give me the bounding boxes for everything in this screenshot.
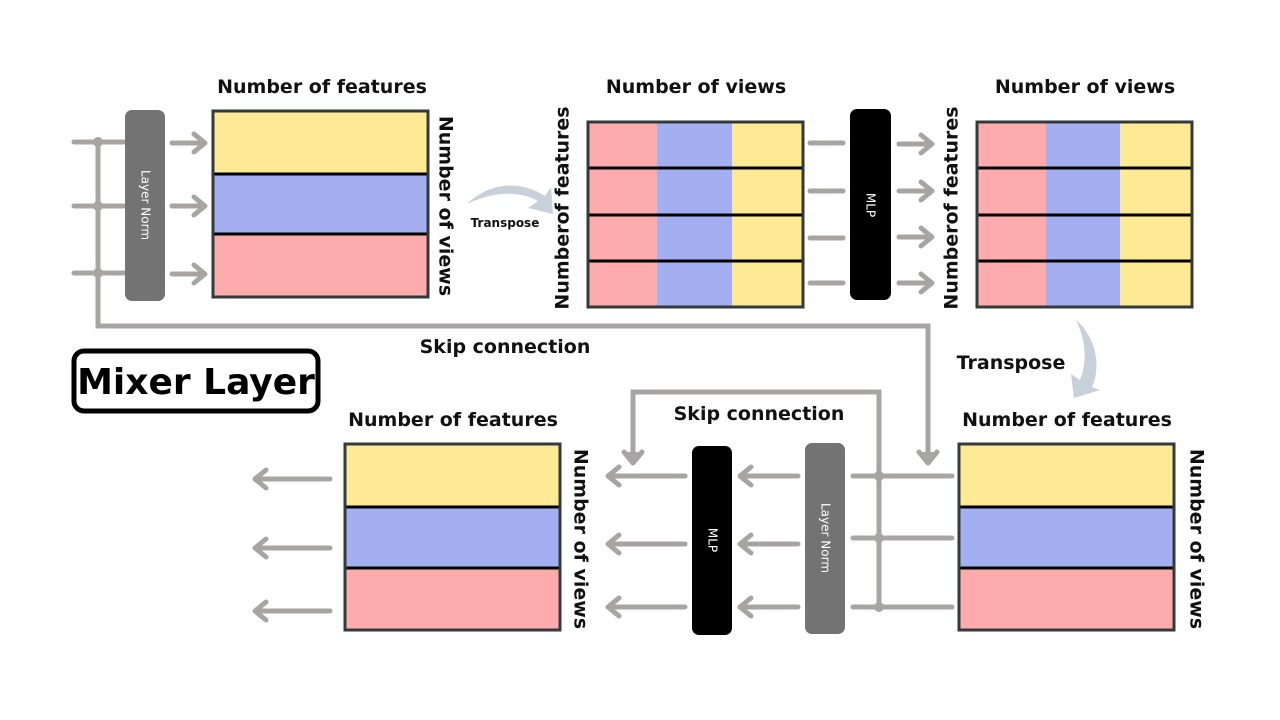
stage3-matrix [975,120,1194,309]
stage2-matrix [586,120,805,309]
stage2-group: Number of views Numberof features [552,76,846,310]
stage4-layer-norm-block: Layer Norm [805,443,845,634]
matrix-row-pink [345,568,560,630]
matrix-row-blue [959,507,1174,568]
stage1-group: Number of features Layer Norm [71,76,457,301]
mlp1-block: MLP [850,109,891,300]
skip-connection-1: Skip connection [95,140,940,466]
stage1-matrix [211,109,430,299]
mlp-rect [692,446,732,635]
matrix-row-yellow [959,444,1174,507]
layer-norm-rect [125,110,165,301]
skip-connection-2: Skip connection [621,389,882,607]
matrix-row-blue [213,174,428,234]
stage4-group: Number of features Number of views [850,409,1208,632]
transpose2-label: Transpose [957,352,1066,374]
matrix-row-pink [213,234,428,297]
stage1-layer-norm-label: Layer Norm [139,170,153,240]
layer-norm-rect [805,443,845,634]
skip1-label: Skip connection [420,336,591,358]
matrix-row-pink [959,568,1174,630]
transpose-arrow-icon [1071,320,1100,398]
stage2-output-connectors [807,140,846,286]
matrix-row-yellow [213,111,428,174]
mlp-rect [850,109,891,300]
stage4-input-connectors [850,471,955,612]
transpose-arrow-icon [467,185,553,214]
transpose2-group: Transpose [957,320,1100,398]
stage1-side-label: Number of views [435,116,457,296]
mlp1-arrows [896,132,935,295]
stage4-matrix [957,442,1176,632]
mixer-layer-title-box: Mixer Layer [71,348,321,414]
stage1-top-label: Number of features [217,76,427,98]
stage3-group: Number of views Numberof features [941,76,1194,310]
stage1-arrows [169,131,208,286]
mlp1-label: MLP [864,193,878,217]
stage4-side-label: Number of views [1186,449,1208,629]
stage2-side-label: Numberof features [552,106,574,309]
stage2-top-label: Number of views [606,76,786,98]
matrix-row-blue [345,507,560,568]
mlp2-label: MLP [706,528,720,552]
stage1-layer-norm-block: Layer Norm [125,110,165,301]
mlp2-block: MLP [692,446,732,635]
stage5-matrix [343,442,562,632]
stage3-side-label: Numberof features [941,106,963,309]
stage4-top-label: Number of features [962,409,1172,431]
stage3-top-label: Number of views [995,76,1175,98]
skip2-label: Skip connection [674,403,845,425]
mlp2-arrows [605,464,688,619]
stage4-layer-norm-label: Layer Norm [819,503,833,573]
layer-norm2-arrows [737,464,801,619]
diagram-title: Mixer Layer [77,362,315,403]
stage5-group: Number of features Number of views [252,409,592,632]
stage5-output-arrows [252,467,333,623]
transpose1-group: Transpose [467,185,553,230]
stage5-top-label: Number of features [348,409,558,431]
transpose1-label: Transpose [471,216,540,230]
stage5-side-label: Number of views [570,449,592,629]
matrix-row-yellow [345,444,560,507]
